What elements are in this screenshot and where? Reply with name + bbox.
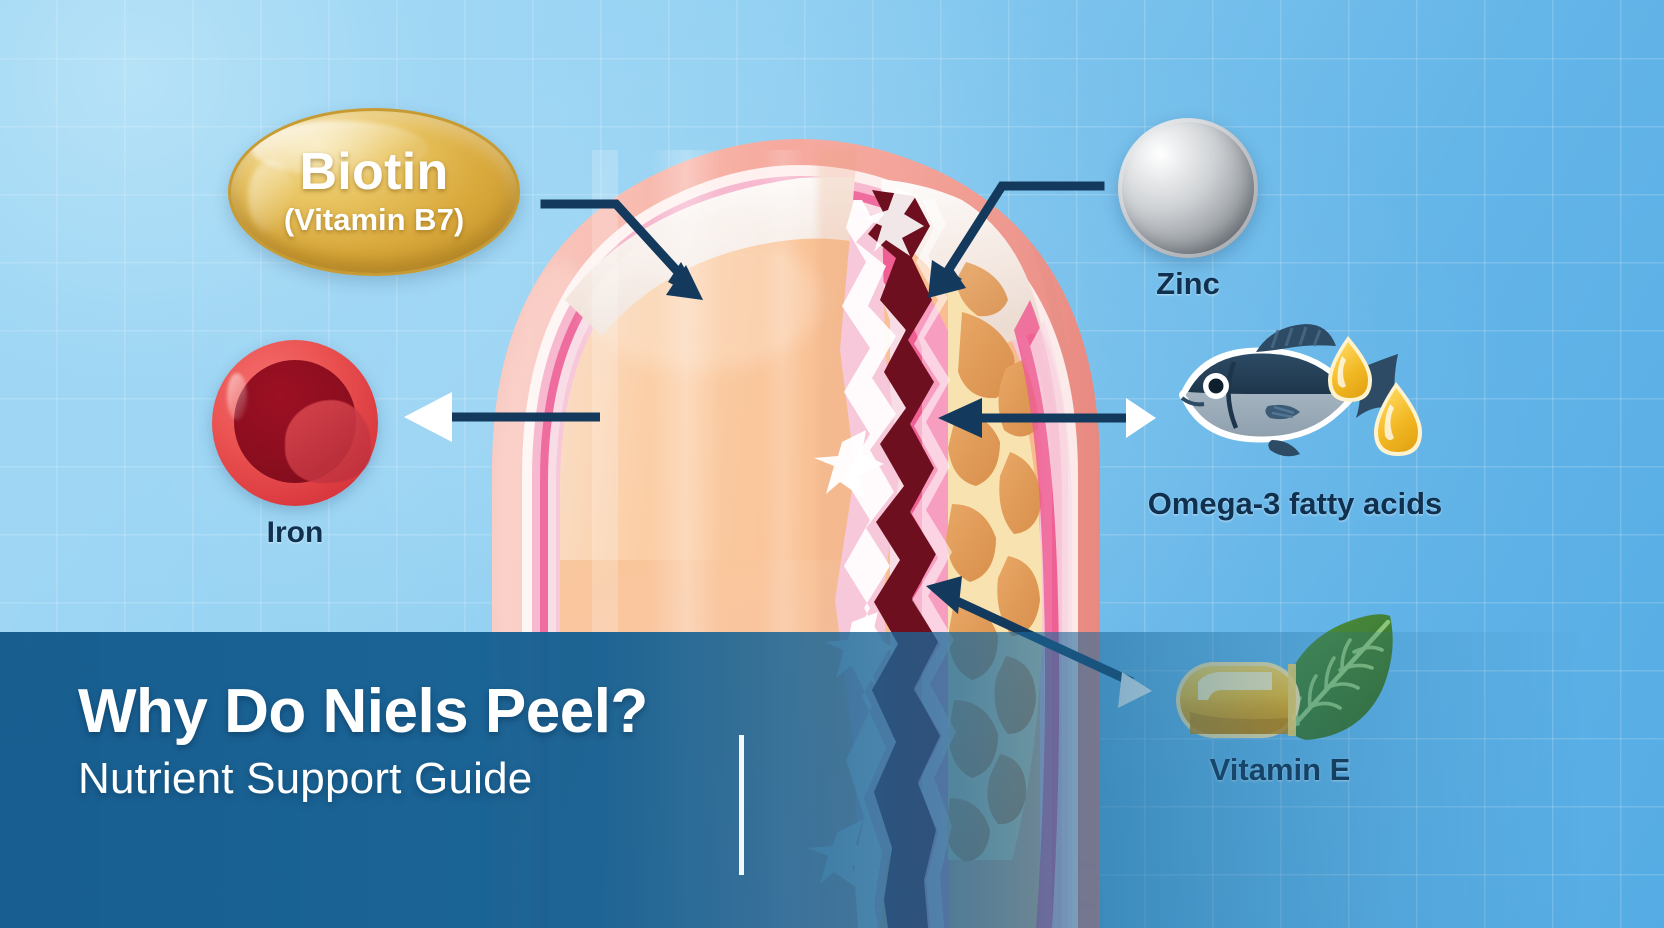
nutrient-node-biotin[interactable]: Biotin (Vitamin B7): [228, 108, 520, 276]
arrow-zinc: [928, 181, 1105, 298]
biotin-label: Biotin: [299, 142, 449, 201]
gold-softgel-capsule-icon: [228, 108, 520, 276]
iron-label: Iron: [266, 516, 324, 549]
biotin-label-group: Biotin (Vitamin B7): [228, 108, 520, 276]
nail-gloss: [580, 230, 820, 370]
nutrient-node-iron[interactable]: Iron: [212, 340, 378, 549]
page-subtitle: Nutrient Support Guide: [78, 754, 533, 804]
title-divider-rule: [739, 735, 744, 875]
zinc-sphere-rim: [1118, 118, 1258, 258]
arrow-omega3: [938, 398, 1156, 438]
title-text-group: Why Do Niels Peel? Nutrient Support Guid…: [78, 677, 648, 805]
arrow-iron: [404, 392, 600, 442]
oil-droplet-icon-1: [1328, 336, 1372, 402]
rbc-crescent-highlight: [285, 399, 372, 483]
title-banner: Why Do Niels Peel? Nutrient Support Guid…: [0, 632, 1664, 928]
nutrient-node-zinc[interactable]: Zinc: [1118, 118, 1258, 301]
oil-droplet-icon-2: [1374, 382, 1422, 456]
nutrient-node-omega3[interactable]: Omega-3 fatty acids: [1148, 318, 1442, 521]
fish-icon: [1179, 324, 1398, 457]
red-blood-cell-icon: [212, 340, 378, 506]
capsule-highlight-edge: [248, 159, 294, 235]
zinc-label: Zinc: [1156, 266, 1220, 301]
fish-with-oil-droplets-icon: [1179, 324, 1422, 457]
omega3-label: Omega-3 fatty acids: [1147, 486, 1443, 521]
arrow-biotin: [540, 199, 703, 300]
rbc-specular-highlight: [226, 373, 247, 420]
biotin-sublabel: (Vitamin B7): [283, 201, 465, 237]
metallic-zinc-sphere-icon: [1118, 118, 1258, 258]
page-title: Why Do Niels Peel?: [78, 677, 648, 746]
